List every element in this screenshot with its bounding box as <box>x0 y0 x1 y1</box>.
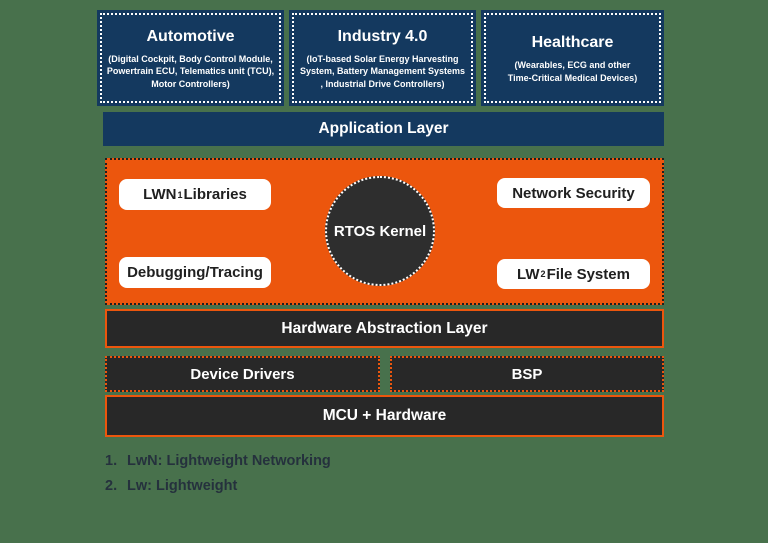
domain-box-industry40: Industry 4.0 (IoT-based Solar Energy Har… <box>289 10 476 106</box>
lwn-libraries-base: LWN <box>143 186 177 203</box>
domain-subtitle-automotive: (Digital Cockpit, Body Control Module, P… <box>106 54 275 89</box>
lw-file-system-rest: File System <box>546 265 630 283</box>
footnote-lw-number: 2. <box>105 478 118 494</box>
domain-title-automotive: Automotive <box>146 28 235 46</box>
application-layer-bar: Application Layer <box>103 112 664 146</box>
domain-title-industry40: Industry 4.0 <box>337 28 428 46</box>
domain-box-healthcare: Healthcare (Wearables, ECG and other Tim… <box>481 10 664 106</box>
debugging-tracing-label: Debugging/Tracing <box>127 264 263 281</box>
footnote-lwn-number: 1. <box>105 453 118 469</box>
rtos-kernel-circle: RTOS Kernel <box>325 176 435 286</box>
rtos-component-debugging-tracing: Debugging/Tracing <box>119 257 271 288</box>
domain-box-automotive: Automotive (Digital Cockpit, Body Contro… <box>97 10 284 106</box>
footnote-lwn: 1. LwN: Lightweight Networking <box>105 453 331 469</box>
domain-title-healthcare: Healthcare <box>531 34 614 52</box>
device-drivers-bar: Device Drivers <box>105 356 380 392</box>
domain-subtitle-healthcare: (Wearables, ECG and other Time-Critical … <box>507 60 638 83</box>
lwn-libraries-rest: Libraries <box>183 186 247 203</box>
bsp-bar: BSP <box>390 356 664 392</box>
domain-subtitle-industry40: (IoT-based Solar Energy Harvesting Syste… <box>299 54 466 89</box>
hardware-abstraction-layer-bar: Hardware Abstraction Layer <box>105 309 664 348</box>
mcu-hardware-bar: MCU + Hardware <box>105 395 664 437</box>
lw-file-system-base: LW <box>517 265 540 283</box>
footnote-lw-text: Lw: Lightweight <box>127 478 238 494</box>
rtos-component-network-security: Network Security <box>497 178 650 208</box>
footnote-lw: 2. Lw: Lightweight <box>105 478 331 494</box>
footnotes: 1. LwN: Lightweight Networking 2. Lw: Li… <box>105 453 331 503</box>
network-security-label: Network Security <box>512 184 635 202</box>
footnote-lwn-text: LwN: Lightweight Networking <box>127 453 331 469</box>
